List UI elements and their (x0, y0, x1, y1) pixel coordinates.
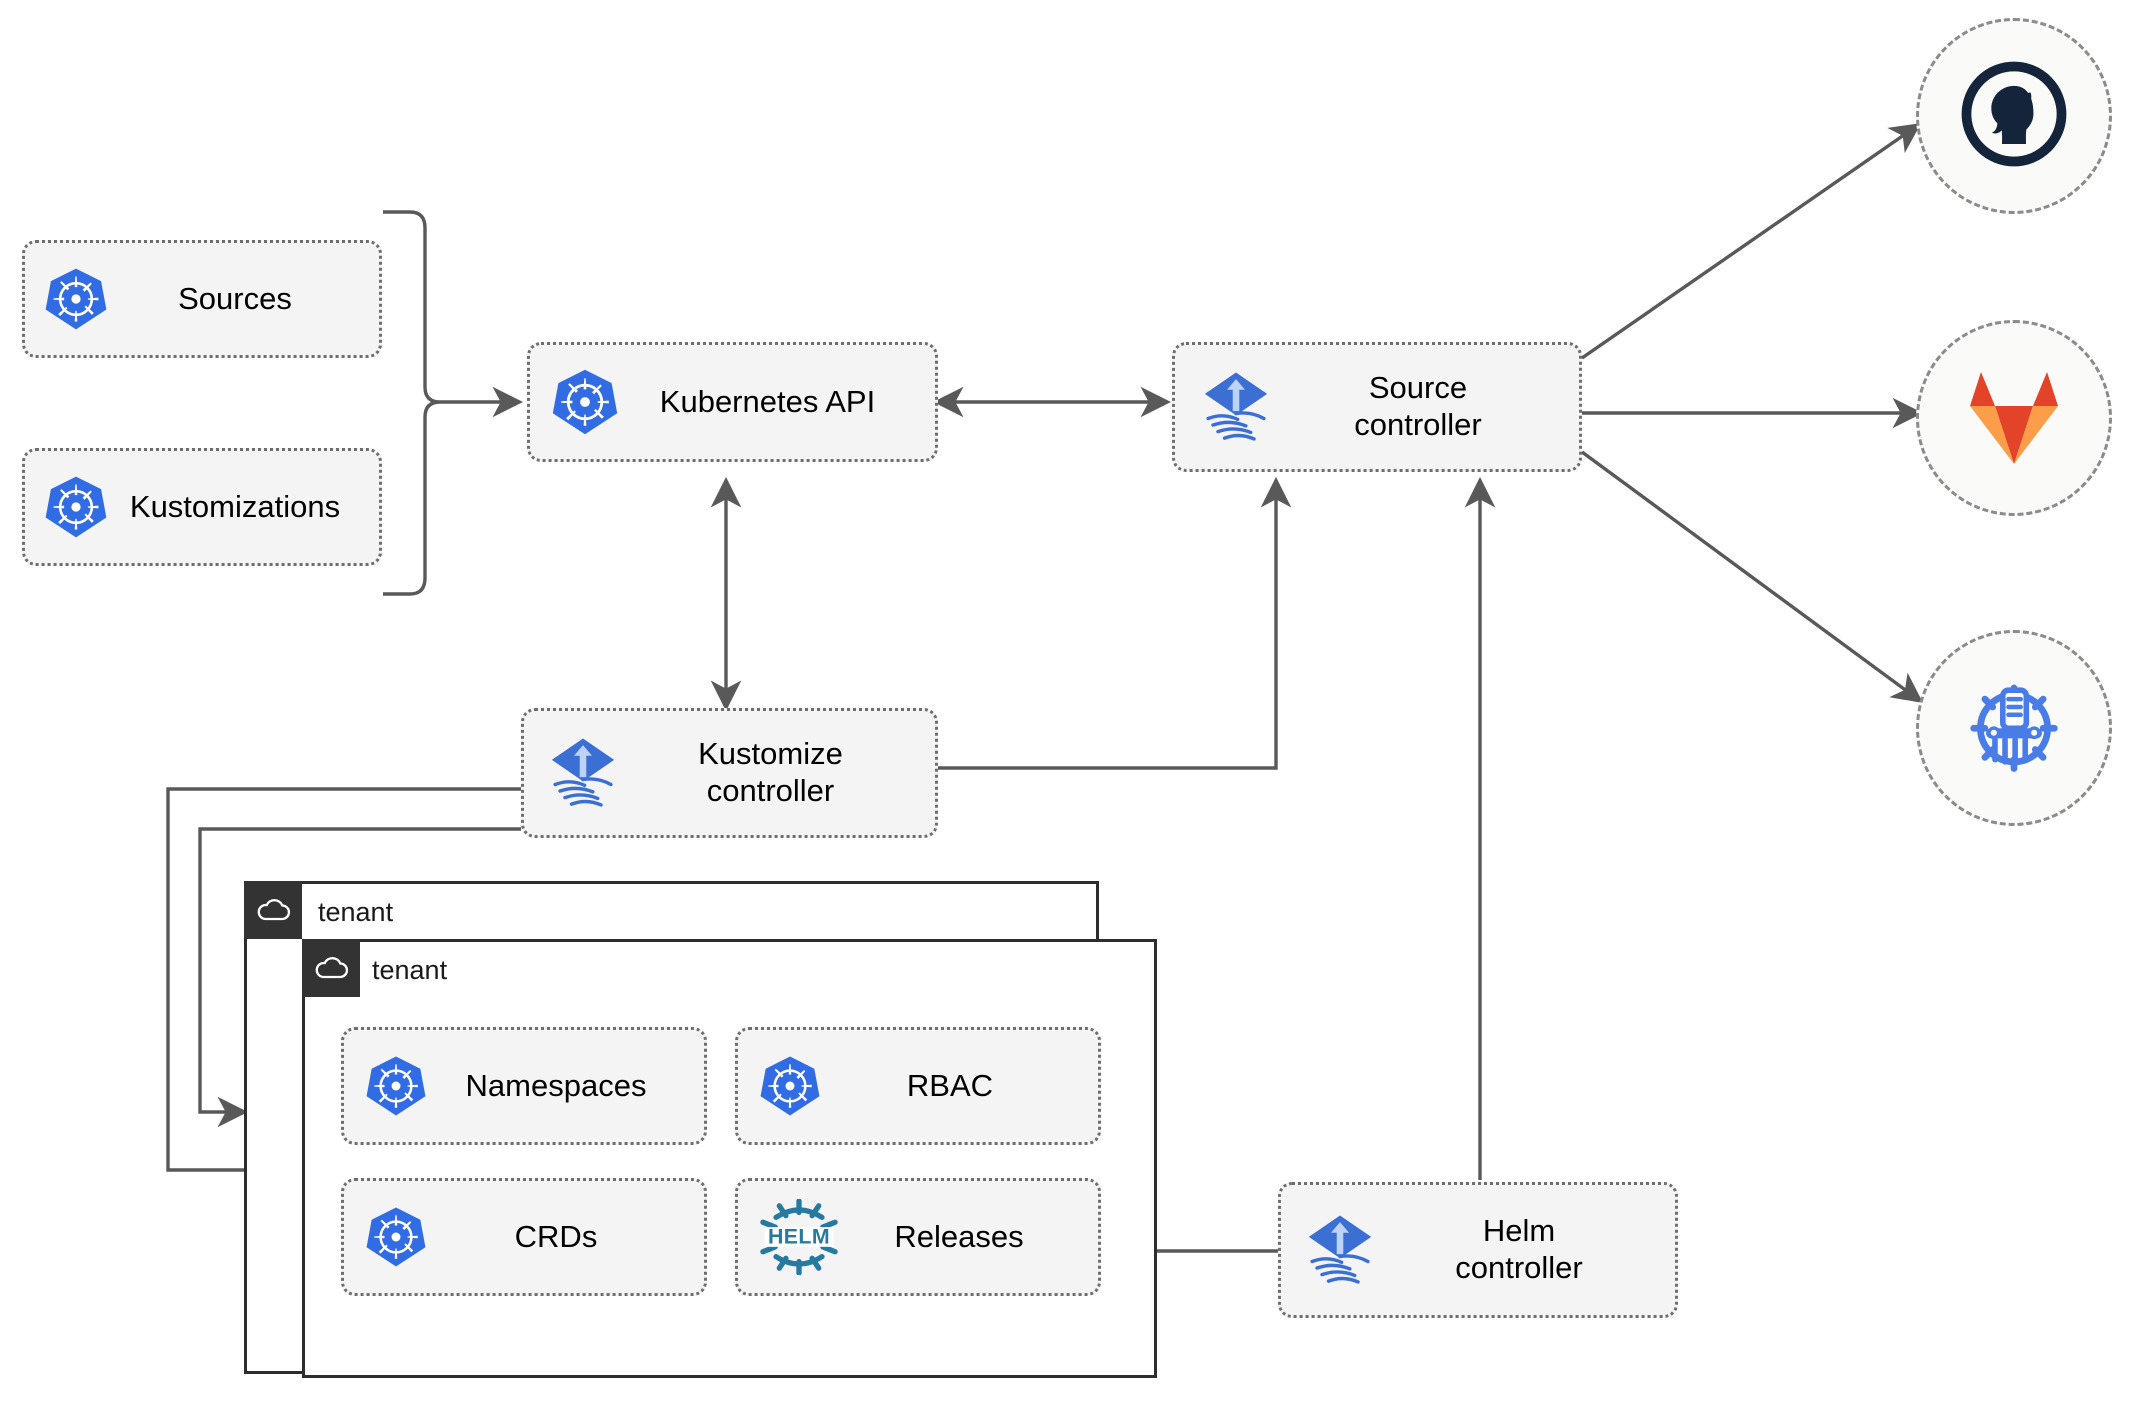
harbor-icon (1958, 670, 2070, 787)
tenant-label-back: tenant (318, 897, 394, 927)
tenant-tab-back (244, 881, 302, 939)
external-source-harbor[interactable] (1916, 630, 2112, 826)
edge-source-to-github (1581, 123, 1922, 360)
edge-source-to-harbor (1580, 450, 1924, 704)
cloud-icon (257, 899, 291, 921)
node-helm-controller[interactable]: Helm controller (1278, 1182, 1678, 1318)
kubernetes-icon (364, 1205, 428, 1269)
gitlab-icon (1959, 364, 2069, 473)
resource-label: Kustomizations (129, 488, 341, 524)
node-label: Kustomize controller (698, 736, 843, 808)
node-kustomize-controller[interactable]: Kustomize controller (521, 708, 938, 838)
helm-icon: HELM (758, 1199, 840, 1275)
edge-resources-bracket (383, 210, 441, 596)
tenant-frame-front[interactable] (302, 939, 1157, 1378)
kubernetes-icon (550, 367, 620, 437)
tenant-resource-label: Namespaces (465, 1067, 647, 1103)
external-source-gitlab[interactable] (1916, 320, 2112, 516)
tenant-tab-front (302, 939, 360, 997)
tenant-resource-namespaces[interactable]: Namespaces (341, 1027, 707, 1145)
kubernetes-icon (43, 474, 109, 540)
cloud-icon (315, 957, 349, 979)
node-label: Source controller (1354, 370, 1482, 442)
flux-icon (1195, 366, 1277, 448)
kubernetes-icon (43, 266, 109, 332)
resource-label: Sources (178, 280, 292, 316)
external-source-github[interactable] (1916, 18, 2112, 214)
kubernetes-icon (364, 1054, 428, 1118)
tenant-resource-releases[interactable]: HELM Releases (735, 1178, 1101, 1296)
github-icon (1960, 60, 2068, 173)
node-label: Helm controller (1455, 1213, 1583, 1285)
node-kubernetes-api[interactable]: Kubernetes API (527, 342, 938, 462)
edge-kustomize-to-source-controller (938, 476, 1292, 770)
resource-card-kustomizations[interactable]: Kustomizations (22, 448, 382, 566)
kubernetes-icon (758, 1054, 822, 1118)
tenant-label-front: tenant (372, 955, 448, 985)
node-source-controller[interactable]: Source controller (1172, 342, 1582, 472)
resource-card-sources[interactable]: Sources (22, 240, 382, 358)
tenant-resource-crds[interactable]: CRDs (341, 1178, 707, 1296)
flux-icon (542, 732, 624, 814)
tenant-resource-label: CRDs (514, 1218, 598, 1254)
tenant-resource-label: RBAC (906, 1067, 994, 1103)
tenant-resource-label: Releases (894, 1218, 1024, 1254)
node-label: Kubernetes API (659, 383, 876, 419)
svg-text:HELM: HELM (768, 1225, 830, 1249)
flux-icon (1299, 1209, 1381, 1291)
tenant-resource-rbac[interactable]: RBAC (735, 1027, 1101, 1145)
